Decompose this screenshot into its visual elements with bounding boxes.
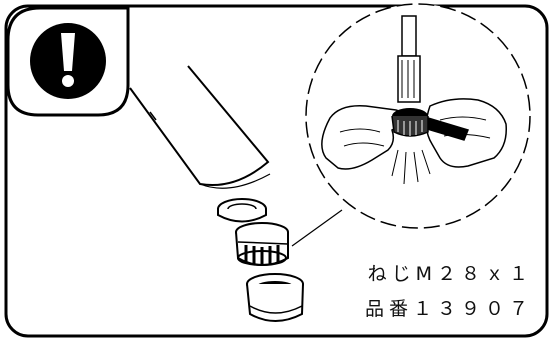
inset-aerator	[391, 108, 429, 137]
warning-icon-box	[6, 6, 130, 117]
exclamation-warning-icon	[30, 23, 106, 99]
aerator-body	[235, 222, 289, 266]
inset-pipe	[397, 15, 421, 103]
inset-left-hand	[321, 105, 407, 170]
aerator-cap	[246, 273, 304, 322]
inset-right-hand	[422, 98, 507, 168]
part-number-label: 品番１３９０７	[364, 298, 533, 320]
outer-frame	[4, 4, 549, 338]
inset-detail	[305, 3, 531, 229]
faucet-spout	[129, 65, 271, 189]
inset-water	[391, 149, 431, 185]
lock-nut	[217, 198, 267, 223]
thread-spec-label: ねじM２８ｘ１	[367, 263, 533, 285]
leader-line	[291, 209, 343, 247]
